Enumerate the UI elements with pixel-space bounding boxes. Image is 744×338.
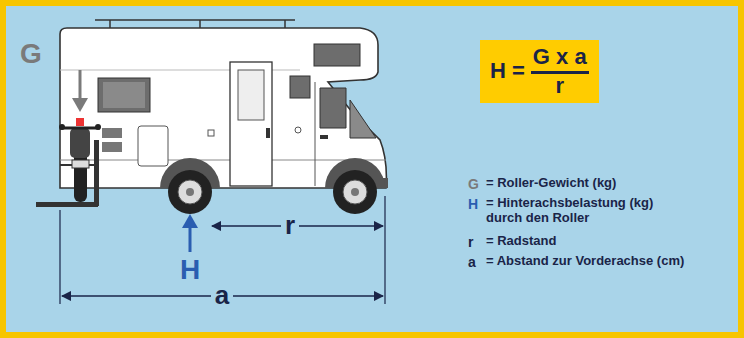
fraction: G x ar	[531, 45, 589, 97]
formula-lhs: H =	[490, 59, 525, 83]
legend-text: = Radstand	[486, 234, 556, 249]
legend-text: = Hinterachsbelastung (kg) durch den Rol…	[486, 196, 682, 226]
legend-text: = Abstand zur Vorderachse (cm)	[486, 254, 684, 269]
legend-symbol: a	[468, 254, 476, 270]
legend-symbol: r	[468, 234, 473, 250]
force-letter: H	[180, 254, 200, 286]
force-letter: G	[20, 38, 42, 70]
formula-box: H =G x ar	[480, 40, 599, 103]
legend-text: = Roller-Gewicht (kg)	[486, 176, 616, 191]
dimension-label: a	[211, 281, 233, 311]
fraction-numerator: G x a	[531, 45, 589, 73]
legend-symbol: G	[468, 176, 479, 192]
dimension-label: r	[281, 211, 299, 241]
fraction-denominator: r	[555, 74, 564, 98]
legend-symbol: H	[468, 196, 478, 212]
